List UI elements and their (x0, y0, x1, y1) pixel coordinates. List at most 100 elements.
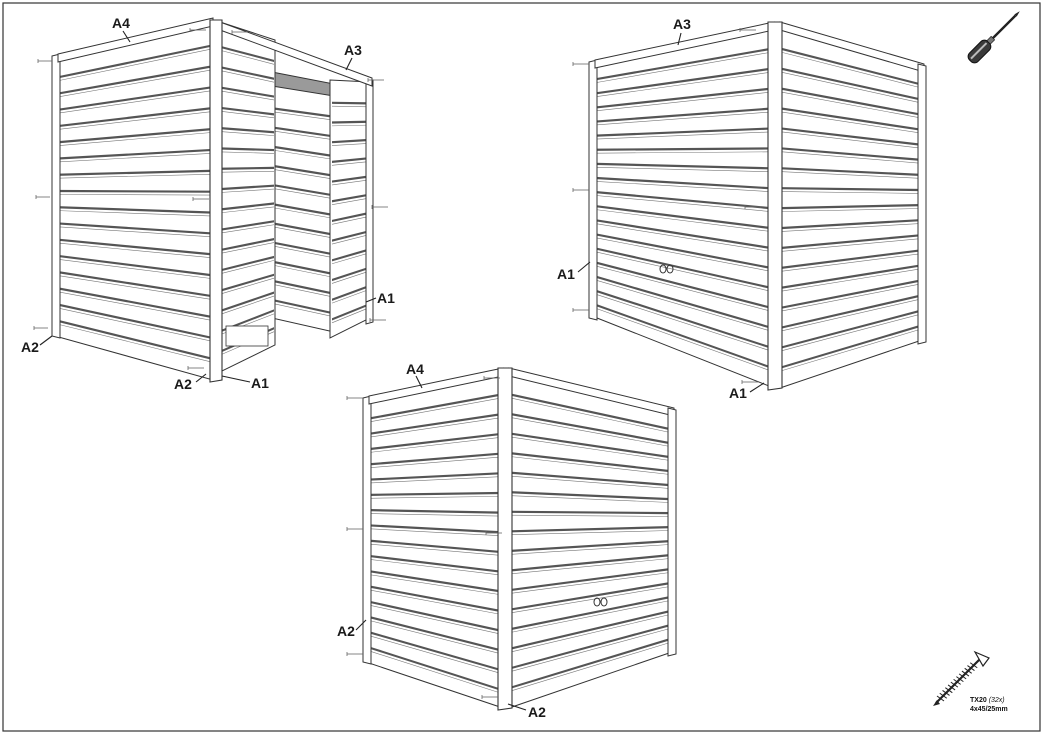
slat-gap (511, 452, 670, 473)
slat-edge (221, 206, 275, 213)
screw-quantity: (32x) (988, 697, 1005, 704)
slat-gap (782, 87, 920, 116)
d2-left-post (588, 59, 598, 321)
screw-thread-line (942, 690, 950, 696)
d1-label-a2-left: A2 (21, 339, 39, 355)
slat-edge (781, 52, 921, 88)
slat-gap (370, 600, 500, 632)
slat-edge (271, 283, 335, 298)
slat-edge (595, 209, 771, 232)
d3-label-a2-left: A2 (337, 623, 355, 639)
slat-edge (57, 69, 211, 98)
d2-left-panel (588, 21, 775, 389)
slat-gap (370, 570, 500, 593)
slat-edge (271, 111, 335, 121)
slat-edge (510, 495, 671, 503)
slat-gap (782, 47, 920, 86)
d3-left-panel (362, 367, 504, 709)
d1-label-a3: A3 (344, 42, 362, 58)
slat-gap (370, 413, 500, 435)
slat-edge (221, 242, 275, 254)
d1-right-post (365, 79, 374, 325)
slat-edge (781, 131, 921, 149)
slat-gap (511, 624, 670, 670)
slat-edge (369, 589, 501, 615)
slat-gap (222, 166, 274, 170)
slat-edge (57, 307, 211, 342)
slat-edge (781, 283, 921, 312)
slat-edge (57, 242, 211, 258)
screwdriver-icon (967, 11, 1020, 64)
screw-thread-line (969, 662, 978, 669)
slat-gap (222, 202, 274, 211)
d3-screws (346, 376, 502, 699)
slat-edge (510, 586, 671, 614)
d1-side-cutout (225, 325, 269, 347)
slat-edge (57, 323, 211, 362)
slat-gap (370, 646, 500, 691)
slat-edge (271, 207, 335, 219)
slat-edge (271, 168, 335, 180)
slat-gap (332, 138, 368, 144)
screw-thread-line (956, 676, 964, 683)
slat-gap (596, 303, 770, 369)
screw-drive: TX20 (970, 697, 987, 704)
slat-edge (271, 303, 335, 318)
screw-thread-line (964, 667, 972, 674)
slat-edge (595, 131, 771, 140)
screw-thread-line (939, 692, 948, 699)
slat-gap (222, 106, 274, 116)
slat-gap (58, 189, 210, 193)
slat-edge (221, 170, 275, 173)
slat-gap (370, 452, 500, 466)
slat-edge (781, 313, 921, 352)
slat-gap (332, 157, 368, 163)
slat-gap (58, 107, 210, 128)
screw-thread-line (950, 681, 959, 688)
slat-gap (332, 101, 368, 105)
diagram-3-closed-box-front (346, 367, 677, 711)
slat-gap (511, 638, 670, 689)
d2-label-a1-left: A1 (557, 266, 575, 282)
slat-edge (331, 143, 369, 146)
slat-edge (57, 173, 211, 179)
slat-gap (596, 127, 770, 137)
d1-leader-lines (39, 30, 377, 383)
slat-gap (332, 267, 368, 282)
screw-thread-line (961, 670, 970, 677)
slat-gap (58, 86, 210, 111)
screw-thread-line (953, 678, 961, 685)
slat-edge (595, 71, 771, 98)
slat-gap (782, 249, 920, 269)
d2-knothole (666, 264, 674, 274)
slat-edge (781, 91, 921, 119)
d1-label-a2-bottom: A2 (174, 376, 192, 392)
slat-edge (57, 210, 211, 217)
slat-edge (595, 279, 771, 332)
slat-gap (370, 554, 500, 573)
slat-edge (781, 238, 921, 252)
slat-edge (369, 513, 501, 517)
slat-edge (595, 166, 771, 173)
slat-edge (510, 530, 671, 536)
slat-edge (221, 260, 275, 274)
slat-edge (595, 237, 771, 272)
slat-gap (222, 220, 274, 231)
slat-gap (782, 234, 920, 249)
slat-edge (57, 111, 211, 130)
d1-side-panel-left-part (219, 21, 276, 373)
d1-screws (33, 28, 388, 370)
slat-gap (222, 184, 274, 191)
slat-edge (369, 397, 501, 423)
slat-gap (596, 275, 770, 329)
slat-gap (332, 120, 368, 124)
slat-gap (370, 524, 500, 534)
slat-gap (370, 585, 500, 612)
slat-gap (596, 162, 770, 170)
slat-edge (369, 543, 501, 556)
slat-edge (510, 514, 671, 517)
d1-label-a4: A4 (112, 15, 130, 31)
slat-gap (511, 554, 670, 572)
d1-corner-post (209, 19, 223, 383)
slat-edge (369, 605, 501, 635)
